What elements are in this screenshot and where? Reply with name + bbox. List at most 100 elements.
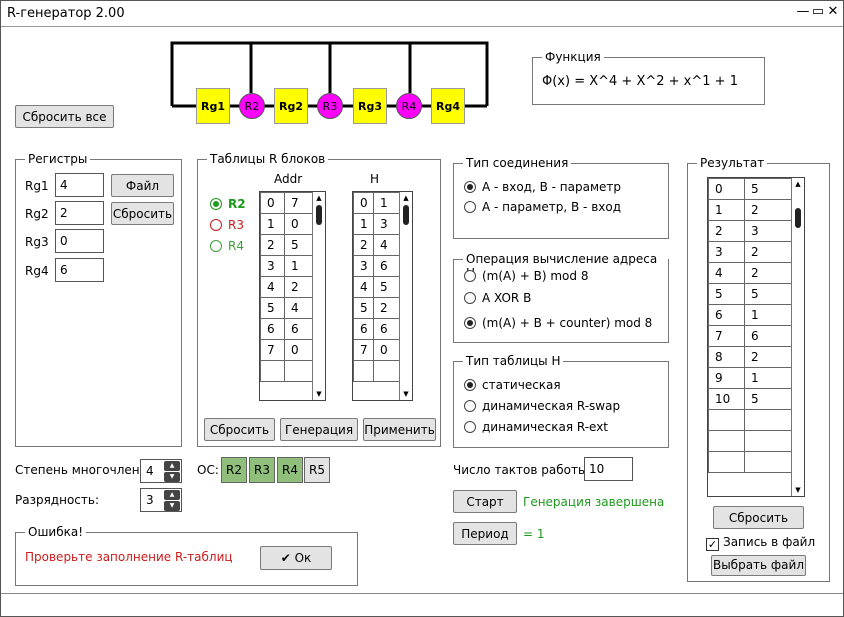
table-type-option-rswap[interactable]: динамическая R-swap <box>464 399 620 413</box>
start-button[interactable]: Старт <box>453 490 517 513</box>
reset-all-button[interactable]: Сбросить все <box>15 105 114 128</box>
oc-toggle-r3[interactable]: R3 <box>249 457 275 483</box>
table-cell[interactable] <box>744 451 792 473</box>
h-scrollbar[interactable]: ▲ ▼ <box>399 192 412 400</box>
operation-option-mod[interactable]: (m(A) + B) mod 8 <box>464 269 588 283</box>
table-cell[interactable] <box>260 360 285 382</box>
write-to-file-checkbox[interactable]: ✓Запись в файл <box>706 535 816 551</box>
register-rg2-input[interactable]: 2 <box>55 201 104 225</box>
table-cell[interactable]: 1 <box>260 213 285 235</box>
operation-option-counter[interactable]: (m(A) + B + counter) mod 8 <box>464 316 652 330</box>
table-cell[interactable]: 3 <box>373 213 401 235</box>
table-cell[interactable]: 2 <box>708 220 745 242</box>
maximize-icon[interactable]: ▭ <box>811 4 825 19</box>
table-cell[interactable]: 0 <box>708 178 745 200</box>
rtable-reset-button[interactable]: Сбросить <box>204 418 275 441</box>
table-cell[interactable]: 0 <box>284 339 314 361</box>
table-cell[interactable]: 2 <box>744 346 792 368</box>
scroll-thumb[interactable] <box>316 205 322 225</box>
table-cell[interactable]: 2 <box>260 234 285 256</box>
connection-option-a-input[interactable]: А - вход, В - параметр <box>464 180 621 194</box>
table-type-option-rext[interactable]: динамическая R-ext <box>464 420 608 434</box>
table-cell[interactable]: 7 <box>708 325 745 347</box>
table-row[interactable] <box>260 360 314 382</box>
table-cell[interactable]: 1 <box>744 367 792 389</box>
scroll-up-icon[interactable]: ▲ <box>316 194 322 202</box>
table-row[interactable] <box>708 451 792 473</box>
register-reset-button[interactable]: Сбросить <box>111 202 174 225</box>
table-cell[interactable]: 2 <box>744 199 792 221</box>
table-cell[interactable]: 1 <box>744 304 792 326</box>
table-cell[interactable]: 6 <box>744 325 792 347</box>
table-cell[interactable]: 7 <box>260 339 285 361</box>
register-rg3-input[interactable]: 0 <box>55 229 104 253</box>
oc-toggle-r2[interactable]: R2 <box>221 457 247 483</box>
table-cell[interactable]: 8 <box>708 346 745 368</box>
rtable-apply-button[interactable]: Применить <box>363 418 436 441</box>
table-row[interactable] <box>708 430 792 452</box>
table-row[interactable] <box>708 409 792 431</box>
spin-up-icon[interactable]: ▲ <box>164 490 180 500</box>
table-cell[interactable]: 3 <box>708 241 745 263</box>
table-cell[interactable]: 3 <box>744 220 792 242</box>
table-cell[interactable]: 2 <box>744 241 792 263</box>
table-cell[interactable]: 6 <box>373 318 401 340</box>
table-cell[interactable]: 5 <box>744 283 792 305</box>
table-cell[interactable] <box>708 430 745 452</box>
rtable-option-r2[interactable]: R2 <box>210 197 246 211</box>
cycles-input[interactable]: 10 <box>584 457 633 481</box>
table-cell[interactable]: 4 <box>353 276 374 298</box>
table-cell[interactable]: 7 <box>353 339 374 361</box>
oc-toggle-r5[interactable]: R5 <box>304 457 330 483</box>
error-ok-button[interactable]: ✔ Ок <box>260 546 332 570</box>
scroll-thumb[interactable] <box>403 205 409 225</box>
register-file-button[interactable]: Файл <box>111 174 174 197</box>
table-cell[interactable] <box>744 430 792 452</box>
table-cell[interactable]: 5 <box>353 297 374 319</box>
minimize-icon[interactable]: — <box>796 4 810 19</box>
table-cell[interactable]: 10 <box>708 388 745 410</box>
scroll-thumb[interactable] <box>795 208 801 228</box>
table-cell[interactable]: 4 <box>708 262 745 284</box>
table-cell[interactable]: 4 <box>284 297 314 319</box>
table-cell[interactable]: 5 <box>708 283 745 305</box>
addr-scrollbar[interactable]: ▲ ▼ <box>312 192 325 400</box>
close-icon[interactable]: ✕ <box>827 4 839 19</box>
table-cell[interactable] <box>744 409 792 431</box>
operation-option-xor[interactable]: A XOR B <box>464 291 531 305</box>
table-cell[interactable]: 7 <box>284 192 314 214</box>
table-cell[interactable]: 0 <box>284 213 314 235</box>
scroll-up-icon[interactable]: ▲ <box>795 180 801 188</box>
table-cell[interactable]: 6 <box>353 318 374 340</box>
table-cell[interactable]: 4 <box>373 234 401 256</box>
choose-file-button[interactable]: Выбрать файл <box>711 555 806 576</box>
register-rg1-input[interactable]: 4 <box>55 173 104 197</box>
table-cell[interactable]: 3 <box>260 255 285 277</box>
table-cell[interactable]: 9 <box>708 367 745 389</box>
table-cell[interactable]: 5 <box>284 234 314 256</box>
spin-up-icon[interactable]: ▲ <box>164 461 180 471</box>
table-cell[interactable]: 6 <box>284 318 314 340</box>
table-cell[interactable] <box>373 360 401 382</box>
table-row[interactable] <box>353 360 401 382</box>
table-cell[interactable] <box>708 409 745 431</box>
table-cell[interactable]: 6 <box>708 304 745 326</box>
